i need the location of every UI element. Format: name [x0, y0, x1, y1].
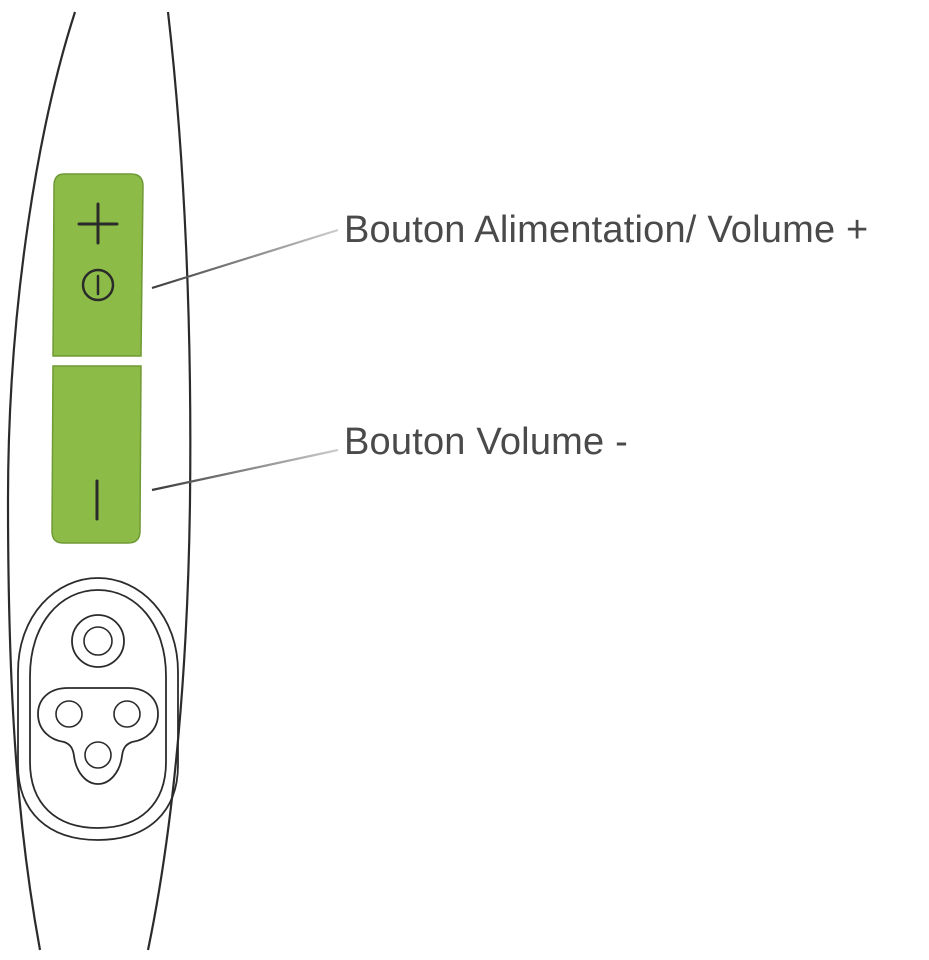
callout-line-volume-down: [151, 448, 339, 492]
callout-line-power: [151, 228, 339, 290]
charging-port: [17, 577, 179, 841]
device-outline-right: [146, 11, 192, 951]
power-volume-up-button[interactable]: [52, 173, 144, 357]
volume-down-label: Bouton Volume -: [344, 421, 628, 463]
charging-pin-bottom: [84, 741, 112, 769]
charging-pin-top: [71, 614, 125, 668]
charging-pin-cluster: [37, 687, 159, 785]
charging-pin-right: [113, 700, 141, 728]
plus-icon: [77, 202, 119, 245]
volume-down-button[interactable]: [51, 365, 142, 544]
charging-pin-left: [55, 700, 83, 728]
power-icon: [81, 268, 115, 302]
power-volume-up-label: Bouton Alimentation/ Volume +: [344, 209, 869, 251]
device-outline-left: [6, 11, 77, 951]
